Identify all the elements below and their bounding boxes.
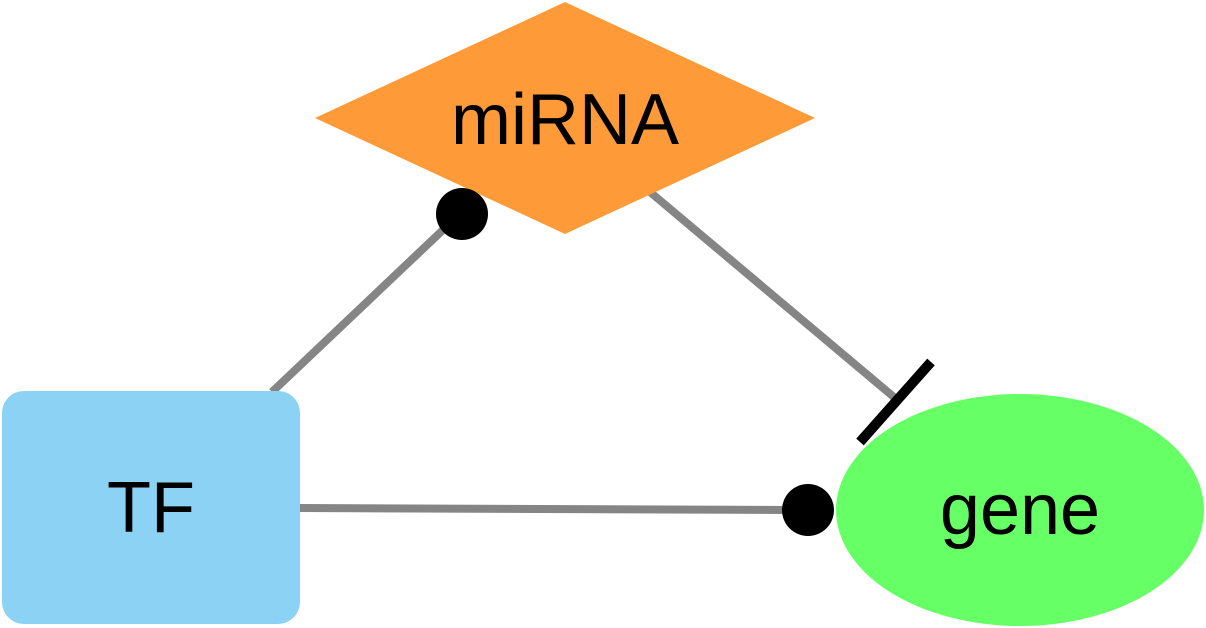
node-mirna: miRNA xyxy=(315,2,815,234)
mirna-label: miRNA xyxy=(451,80,679,160)
edge-markers xyxy=(436,188,935,536)
edge-tf-to-mirna xyxy=(269,225,448,395)
edge-tf-to-gene xyxy=(299,504,791,514)
tf-rounded-rect xyxy=(2,391,300,624)
node-tf: TF xyxy=(2,391,300,624)
tf-label: TF xyxy=(107,468,195,548)
mirna-diamond xyxy=(315,2,815,234)
activation-circle-mirna xyxy=(436,188,488,240)
gene-ellipse xyxy=(836,394,1204,626)
edges xyxy=(269,188,898,514)
edge-mirna-to-gene xyxy=(647,188,898,402)
gene-label: gene xyxy=(940,470,1100,550)
inhibition-bar-gene xyxy=(856,358,935,446)
activation-circle-gene xyxy=(782,484,834,536)
node-gene: gene xyxy=(836,394,1204,626)
